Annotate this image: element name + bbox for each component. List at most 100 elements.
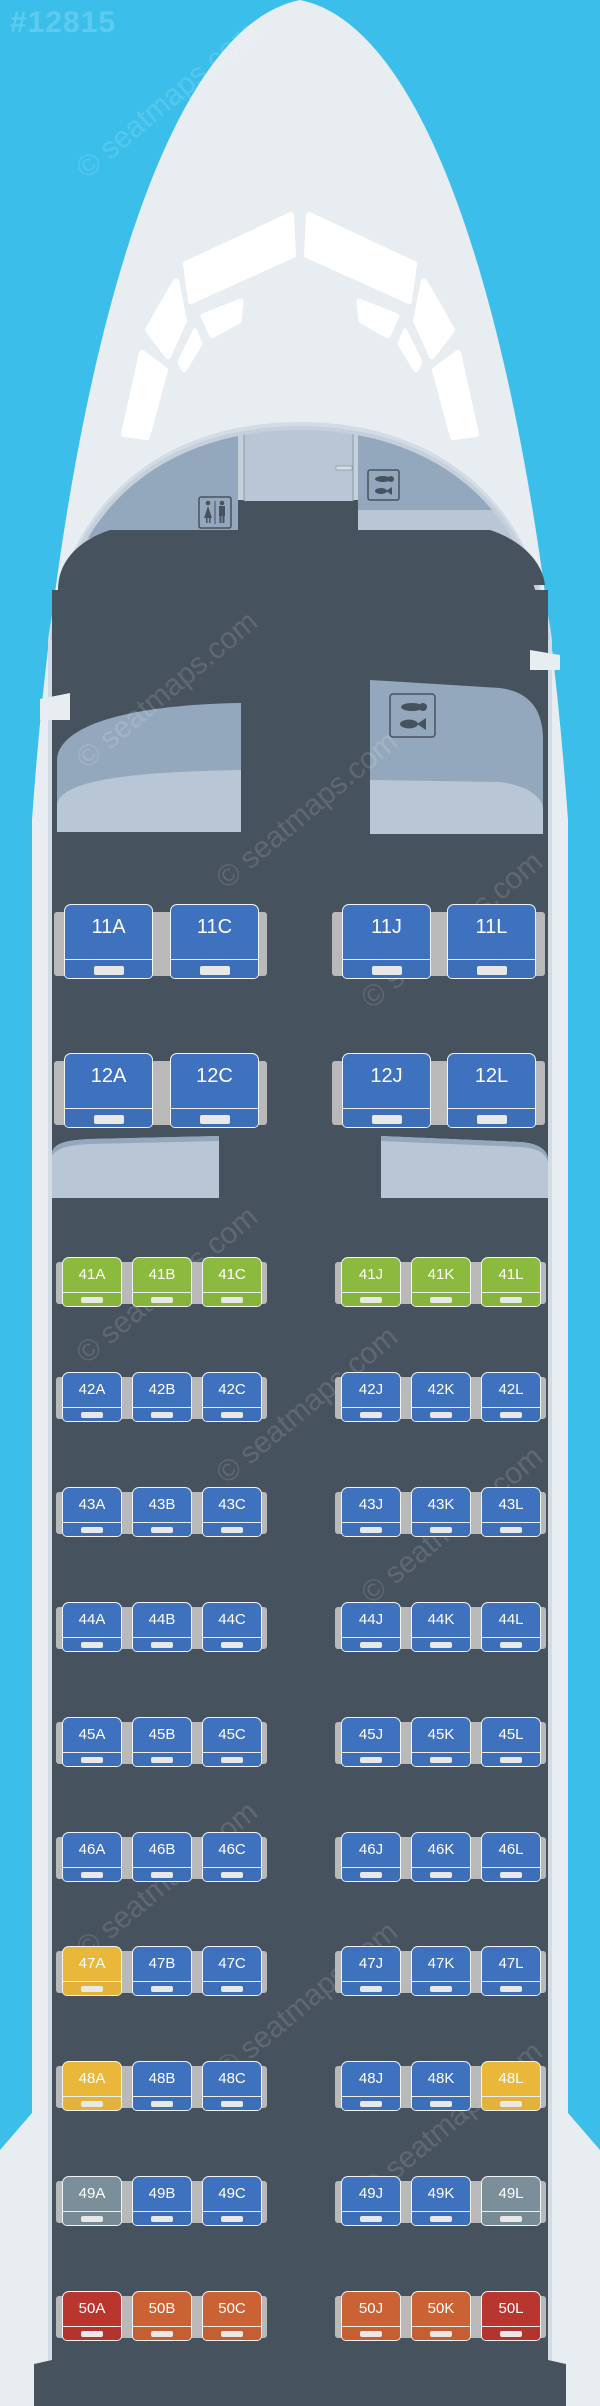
seat-46K[interactable]: 46K bbox=[411, 1831, 471, 1882]
seat-label: 46A bbox=[78, 1840, 106, 1858]
seat-46J[interactable]: 46J bbox=[341, 1831, 401, 1882]
seat-label: 49L bbox=[498, 2185, 524, 2203]
seat-tab bbox=[151, 2331, 173, 2338]
seat-49J[interactable]: 49J bbox=[341, 2176, 401, 2227]
seat-tab bbox=[151, 2216, 173, 2223]
seat-tab bbox=[81, 2216, 103, 2223]
seat-48C[interactable]: 48C bbox=[202, 2061, 262, 2112]
seat-label: 12A bbox=[90, 1065, 127, 1087]
seat-49C[interactable]: 49C bbox=[202, 2176, 262, 2227]
seat-11C[interactable]: 11C bbox=[170, 904, 259, 979]
seat-42L[interactable]: 42L bbox=[481, 1371, 541, 1422]
seat-label: 41A bbox=[78, 1266, 106, 1283]
seat-49A[interactable]: 49A bbox=[62, 2176, 122, 2227]
seat-tab bbox=[81, 1411, 103, 1418]
seat-50A[interactable]: 50A bbox=[62, 2291, 122, 2342]
seat-44A[interactable]: 44A bbox=[62, 1601, 122, 1652]
seat-45K[interactable]: 45K bbox=[411, 1716, 471, 1767]
seat-44C[interactable]: 44C bbox=[202, 1601, 262, 1652]
seat-42C[interactable]: 42C bbox=[202, 1371, 262, 1422]
seat-49L[interactable]: 49L bbox=[481, 2176, 541, 2227]
seat-47C[interactable]: 47C bbox=[202, 1946, 262, 1997]
seat-46C[interactable]: 46C bbox=[202, 1831, 262, 1882]
seat-tab bbox=[221, 2331, 243, 2338]
seat-tab bbox=[430, 1986, 452, 1993]
seat-48B[interactable]: 48B bbox=[132, 2061, 192, 2112]
seat-tab bbox=[81, 1986, 103, 1993]
seat-tab bbox=[430, 2216, 452, 2223]
seat-11J[interactable]: 11J bbox=[342, 904, 431, 979]
seat-48L[interactable]: 48L bbox=[481, 2061, 541, 2112]
seat-42A[interactable]: 42A bbox=[62, 1371, 122, 1422]
seat-45L[interactable]: 45L bbox=[481, 1716, 541, 1767]
seat-44L[interactable]: 44L bbox=[481, 1601, 541, 1652]
seat-43J[interactable]: 43J bbox=[341, 1486, 401, 1537]
seat-50L[interactable]: 50L bbox=[481, 2291, 541, 2342]
seat-50C[interactable]: 50C bbox=[202, 2291, 262, 2342]
seat-47L[interactable]: 47L bbox=[481, 1946, 541, 1997]
seat-46B[interactable]: 46B bbox=[132, 1831, 192, 1882]
seat-label: 48C bbox=[218, 2070, 246, 2088]
seat-41L[interactable]: 41L bbox=[481, 1257, 541, 1307]
seat-label: 45K bbox=[427, 1725, 455, 1743]
seat-45B[interactable]: 45B bbox=[132, 1716, 192, 1767]
seat-41J[interactable]: 41J bbox=[341, 1257, 401, 1307]
seat-11A[interactable]: 11A bbox=[64, 904, 153, 979]
seat-41A[interactable]: 41A bbox=[62, 1257, 122, 1307]
seat-tab bbox=[360, 1411, 382, 1418]
seat-label: 44A bbox=[78, 1610, 106, 1628]
seat-49K[interactable]: 49K bbox=[411, 2176, 471, 2227]
seat-12A[interactable]: 12A bbox=[64, 1053, 153, 1128]
seat-tab bbox=[221, 1986, 243, 1993]
seat-44J[interactable]: 44J bbox=[341, 1601, 401, 1652]
seat-47A[interactable]: 47A bbox=[62, 1946, 122, 1997]
seat-label: 44K bbox=[427, 1610, 455, 1628]
seat-tab bbox=[221, 1526, 243, 1533]
seat-45C[interactable]: 45C bbox=[202, 1716, 262, 1767]
seat-tab bbox=[221, 1297, 243, 1303]
seat-tab bbox=[430, 2331, 452, 2338]
seat-tab bbox=[430, 1871, 452, 1878]
seat-label: 48K bbox=[427, 2070, 455, 2088]
seat-45J[interactable]: 45J bbox=[341, 1716, 401, 1767]
seat-label: 43C bbox=[218, 1495, 246, 1513]
seat-41C[interactable]: 41C bbox=[202, 1257, 262, 1307]
seat-label: 43A bbox=[78, 1495, 106, 1513]
seat-43A[interactable]: 43A bbox=[62, 1486, 122, 1537]
seat-48J[interactable]: 48J bbox=[341, 2061, 401, 2112]
seat-43L[interactable]: 43L bbox=[481, 1486, 541, 1537]
seat-tab bbox=[430, 2101, 452, 2108]
seat-label: 47A bbox=[78, 1955, 106, 1973]
seat-11L[interactable]: 11L bbox=[447, 904, 536, 979]
seat-41B[interactable]: 41B bbox=[132, 1257, 192, 1307]
seat-47J[interactable]: 47J bbox=[341, 1946, 401, 1997]
seat-42B[interactable]: 42B bbox=[132, 1371, 192, 1422]
seat-50J[interactable]: 50J bbox=[341, 2291, 401, 2342]
seat-12L[interactable]: 12L bbox=[447, 1053, 536, 1128]
seat-42K[interactable]: 42K bbox=[411, 1371, 471, 1422]
seat-47K[interactable]: 47K bbox=[411, 1946, 471, 1997]
seat-label: 43J bbox=[358, 1495, 384, 1513]
seat-43C[interactable]: 43C bbox=[202, 1486, 262, 1537]
seat-46A[interactable]: 46A bbox=[62, 1831, 122, 1882]
seat-44B[interactable]: 44B bbox=[132, 1601, 192, 1652]
seat-43B[interactable]: 43B bbox=[132, 1486, 192, 1537]
seat-49B[interactable]: 49B bbox=[132, 2176, 192, 2227]
seat-50B[interactable]: 50B bbox=[132, 2291, 192, 2342]
seat-tab bbox=[360, 2216, 382, 2223]
door-notches bbox=[40, 650, 560, 720]
seat-45A[interactable]: 45A bbox=[62, 1716, 122, 1767]
seat-43K[interactable]: 43K bbox=[411, 1486, 471, 1537]
seat-41K[interactable]: 41K bbox=[411, 1257, 471, 1307]
seat-tab bbox=[151, 2101, 173, 2108]
seat-46L[interactable]: 46L bbox=[481, 1831, 541, 1882]
seat-42J[interactable]: 42J bbox=[341, 1371, 401, 1422]
seat-48A[interactable]: 48A bbox=[62, 2061, 122, 2112]
seat-48K[interactable]: 48K bbox=[411, 2061, 471, 2112]
seat-44K[interactable]: 44K bbox=[411, 1601, 471, 1652]
seat-50K[interactable]: 50K bbox=[411, 2291, 471, 2342]
seat-12C[interactable]: 12C bbox=[170, 1053, 259, 1128]
seat-12J[interactable]: 12J bbox=[342, 1053, 431, 1128]
seat-tab bbox=[151, 1411, 173, 1418]
seat-47B[interactable]: 47B bbox=[132, 1946, 192, 1997]
